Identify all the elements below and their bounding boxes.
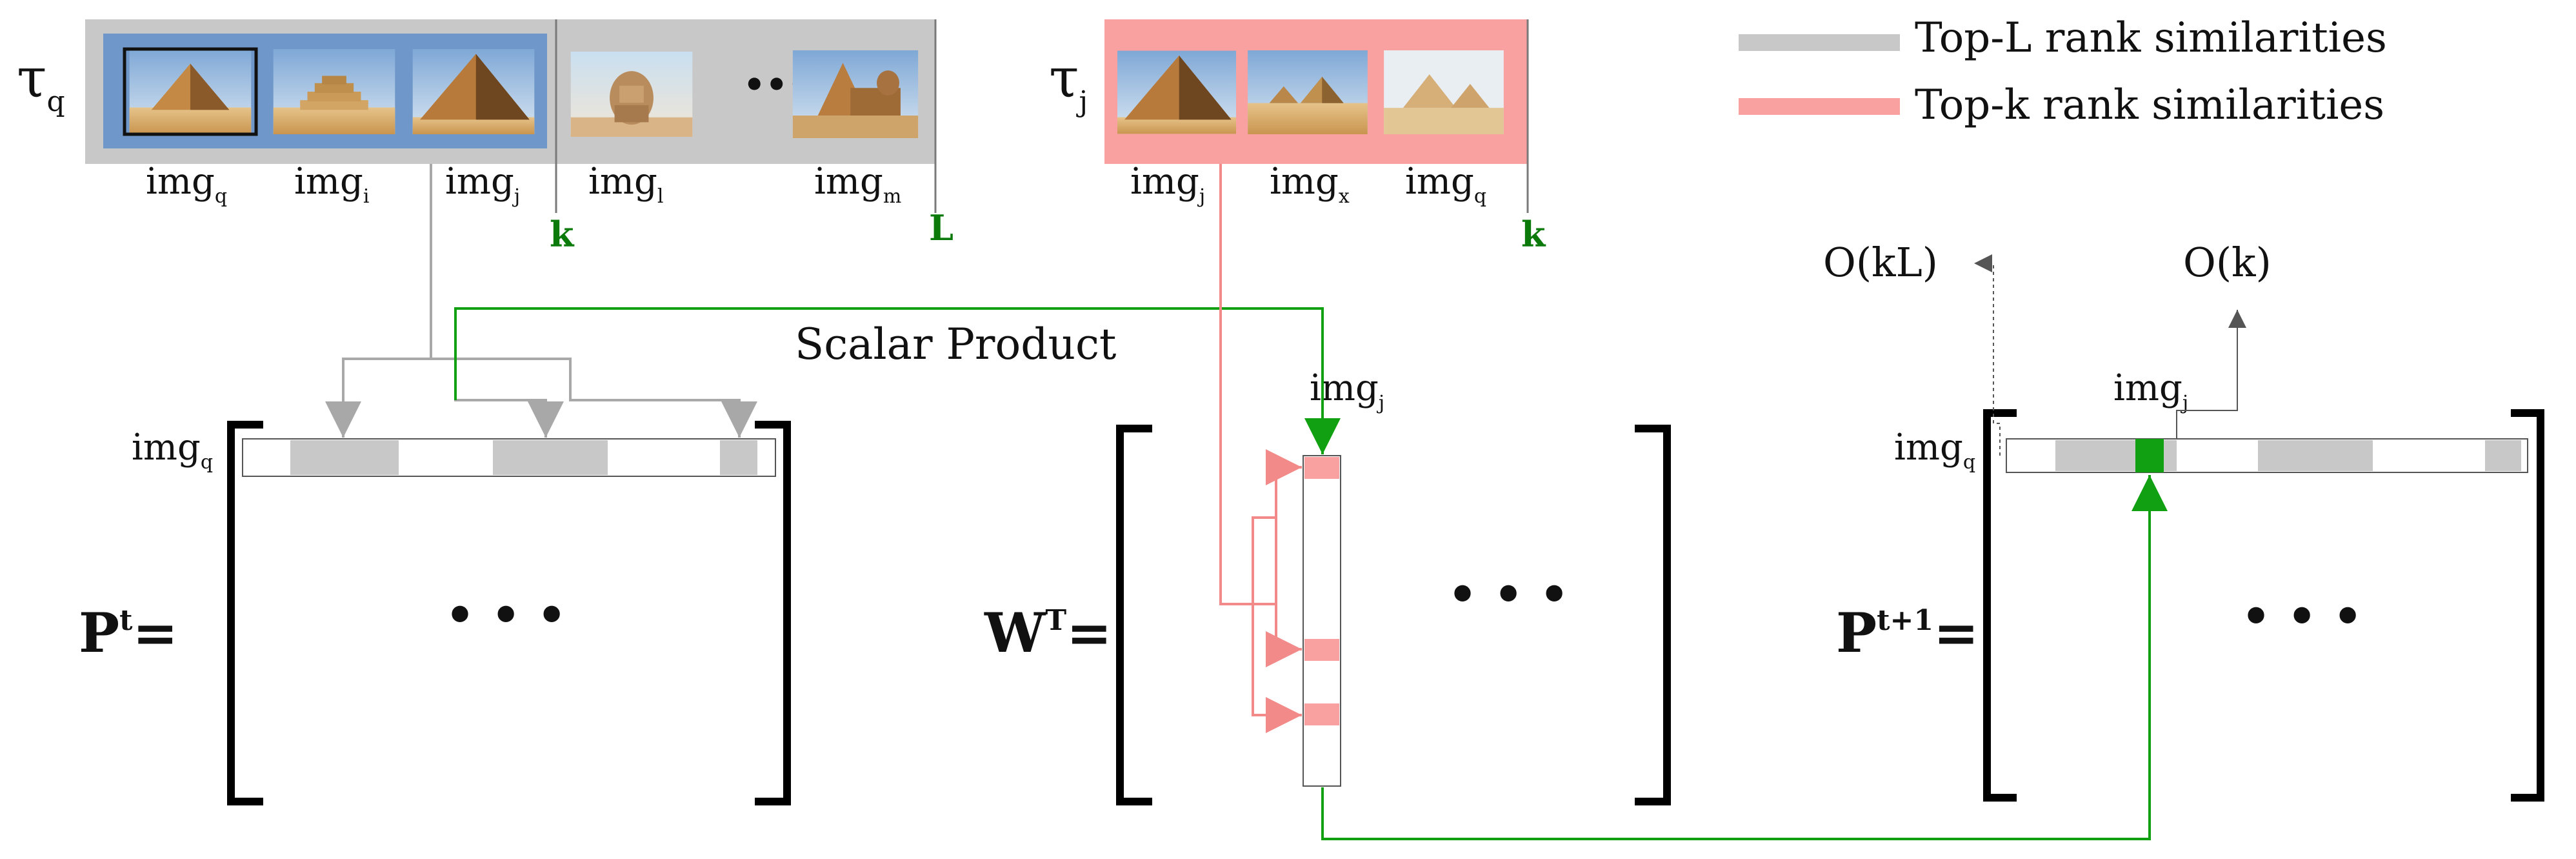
pink-connector-branch-2 [1252,516,1302,667]
matrix-p-t-left-bracket [227,421,263,805]
label-img-j: imgj [445,161,520,208]
thumbnail-tau-j-img-j [1117,50,1236,134]
matrix-w-t-column [1303,455,1341,787]
thumbnail-tau-j-img-q [1384,50,1504,134]
pink-connector-main [1219,164,1276,605]
complexity-k-pointer [2176,310,2246,439]
matrix-p-t-plus-1-row-seg-1 [2055,440,2135,471]
gray-connector [325,164,432,438]
connectors [325,164,2246,840]
matrix-w-t-col-label: imgj [1310,367,1384,414]
tau-q-k-marker: k [550,214,575,255]
green-connector-scalar [454,307,1341,454]
matrix-w-t-name: WT= [984,601,1112,665]
matrix-p-t-plus-1-left-bracket [1983,409,2017,802]
tau-j-ranked-list: τj imgj imgx imgq k [1049,19,1546,255]
matrix-p-t-plus-1-row-label: imgq [1894,427,1975,474]
matrix-w-t-dots: • • • [1448,567,1569,622]
legend-top-l-swatch [1739,34,1900,51]
matrix-p-t-row-label: imgq [132,427,213,474]
matrix-p-t-plus-1: Pt+1= imgq imgj • • • [1836,367,2544,802]
pink-connector-branch-3 [1252,604,1302,733]
complexity-k-label: O(k) [2183,239,2271,286]
matrix-p-t-name: Pt= [79,601,178,665]
tau-j-k-marker: k [1521,214,1546,255]
pink-connector-branch-1 [1266,449,1302,604]
matrix-p-t-plus-1-right-bracket [2511,409,2544,802]
legend-top-k-swatch [1739,98,1900,115]
matrix-p-t-right-bracket [755,421,791,805]
label-img-l: imgl [588,161,663,208]
tau-q-ranked-list: ••• τq imgq imgi imgj imgl imgm k L [17,19,954,255]
gray-connector-3 [455,358,757,438]
green-connector-update [1321,475,2168,840]
matrix-p-t-plus-1-dots: • • • [2241,589,2362,643]
tau-j-label-img-x: imgx [1270,161,1350,208]
scalar-product-label: Scalar Product [795,319,1116,369]
label-img-m: imgm [814,161,901,208]
tau-q-l-marker: L [929,207,954,248]
legend-top-k-label: Top-k rank similarities [1915,81,2384,129]
label-img-q: imgq [146,161,227,208]
complexity-kl-label: O(kL) [1823,239,1938,286]
matrix-p-t-plus-1-name: Pt+1= [1836,601,1979,665]
matrix-p-t-row-seg-3 [720,440,757,475]
thumbnail-img-i [273,49,395,134]
matrix-p-t-plus-1-col-label: imgj [2113,367,2188,414]
matrix-p-t-row-seg-2 [493,440,608,475]
matrix-w-t: WT= imgj • • • [984,367,1671,805]
matrix-p-t-row-seg-1 [290,440,399,475]
gray-connector-2 [431,358,564,438]
tau-q-symbol: τq [17,46,65,118]
matrix-p-t-plus-1-updated-cell [2135,439,2164,472]
matrix-p-t-plus-1-row-seg-2 [2164,440,2177,471]
thumbnail-img-m [792,50,919,138]
matrix-p-t-plus-1-row-seg-3 [2258,440,2373,471]
matrix-w-t-left-bracket [1116,425,1152,805]
thumbnail-img-x [1248,50,1368,134]
thumbnail-img-q-frame [123,47,258,136]
matrix-w-t-col-seg-1 [1304,457,1339,479]
complexity-kl-pointer [1974,254,2001,456]
legend: Top-L rank similarities Top-k rank simil… [1739,14,2387,129]
thumbnail-img-j [412,49,535,134]
matrix-p-t-plus-1-row-seg-4 [2485,440,2521,471]
tau-j-label-img-q: imgq [1405,161,1486,208]
matrix-w-t-col-seg-3 [1304,703,1339,725]
legend-top-l-label: Top-L rank similarities [1915,14,2387,62]
matrix-p-t-dots: • • • [445,587,566,642]
thumbnail-img-q [129,49,252,134]
thumbnail-img-l [570,52,693,137]
label-img-i: imgi [294,161,369,208]
matrix-w-t-col-seg-2 [1304,639,1339,661]
tau-j-symbol: τj [1049,46,1088,118]
matrix-w-t-right-bracket [1635,425,1671,805]
matrix-p-t: Pt= imgq • • • [79,421,791,805]
tau-j-label-img-j: imgj [1130,161,1205,208]
